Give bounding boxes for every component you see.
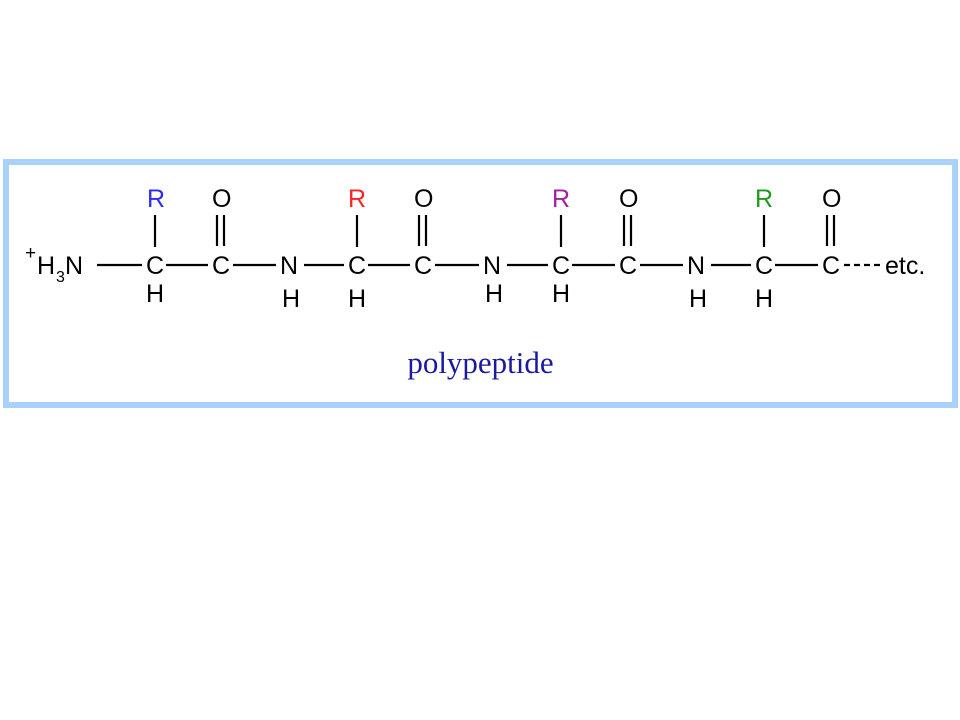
diagram-caption: polypeptide	[407, 345, 554, 380]
alpha-carbon-4: C	[755, 252, 773, 280]
carbonyl-oxygen-4: O	[822, 185, 841, 213]
alpha-hydrogen-3: H	[552, 280, 570, 308]
side-chain-r-4: R	[755, 185, 773, 213]
carbonyl-oxygen-2: O	[414, 185, 433, 213]
amide-hydrogen-2: H	[485, 280, 503, 308]
side-chain-r-1: R	[147, 185, 165, 213]
alpha-hydrogen-4: H	[755, 285, 773, 313]
alpha-hydrogen-1: H	[146, 280, 164, 308]
residue-4: R C H O C	[711, 185, 841, 313]
alpha-hydrogen-2: H	[348, 285, 366, 313]
alpha-carbon-1: C	[146, 252, 164, 280]
n-terminus: + H 3 N	[25, 243, 83, 286]
carbonyl-oxygen-3: O	[619, 185, 638, 213]
amide-hydrogen-1: H	[282, 285, 300, 313]
continuation-etc: etc.	[885, 252, 925, 280]
n-terminus-charge: +	[25, 243, 36, 264]
n-terminus-subscript: 3	[56, 269, 65, 286]
n-terminus-nitrogen: N	[65, 252, 83, 280]
polypeptide-structural-formula: + H 3 N R C H O C N H	[25, 185, 925, 313]
carbonyl-carbon-4: C	[822, 252, 840, 280]
residue-2: R C H O C N H	[304, 185, 503, 313]
amide-nitrogen-3: N	[687, 252, 705, 280]
side-chain-r-3: R	[552, 185, 570, 213]
carbonyl-carbon-1: C	[212, 252, 230, 280]
carbonyl-carbon-2: C	[414, 252, 432, 280]
polypeptide-diagram-panel: + H 3 N R C H O C N H	[3, 159, 958, 408]
alpha-carbon-3: C	[552, 252, 570, 280]
side-chain-r-2: R	[348, 185, 366, 213]
residue-3: R C H O C N H	[507, 185, 707, 313]
amide-nitrogen-1: N	[280, 252, 298, 280]
alpha-carbon-2: C	[348, 252, 366, 280]
amide-hydrogen-3: H	[689, 285, 707, 313]
n-terminus-hydrogen: H	[37, 252, 55, 280]
carbonyl-oxygen-1: O	[212, 185, 231, 213]
carbonyl-carbon-3: C	[619, 252, 637, 280]
residue-1: R C H O C N H	[97, 185, 300, 313]
amide-nitrogen-2: N	[483, 252, 501, 280]
